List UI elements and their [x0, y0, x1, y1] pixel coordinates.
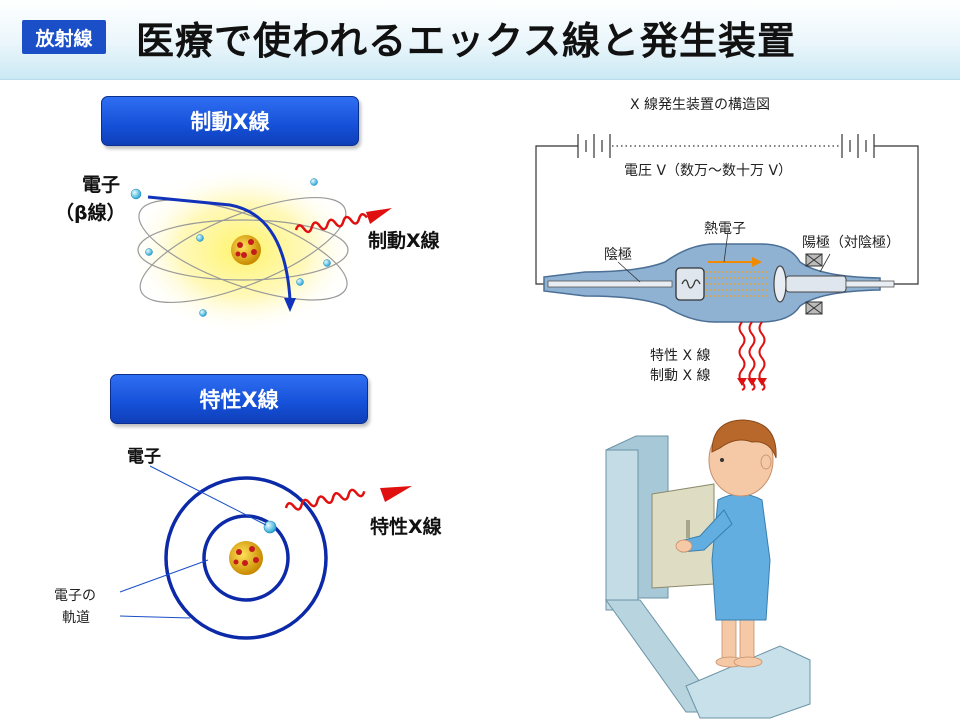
orbit-label-line1: 電子の	[54, 588, 96, 604]
orbital-electron	[199, 309, 207, 317]
beam-arrowhead	[752, 257, 762, 267]
bremsstrahlung-xray-label: 制動X線	[368, 230, 440, 252]
electron-label: 電子	[82, 174, 121, 196]
patient-foot	[733, 656, 763, 668]
atom-orbit	[139, 196, 347, 304]
anode-pointer	[819, 253, 831, 273]
emitted-xray-arrowheads	[737, 378, 767, 386]
electron-deflected-path	[147, 195, 292, 301]
characteristic-xray-label: 特性X線	[370, 516, 442, 538]
brems-xray-label: 制動 X 線	[650, 368, 711, 384]
orbit-pointer-line	[119, 559, 209, 593]
patient-ear	[760, 454, 772, 470]
battery-left	[577, 134, 611, 158]
category-tag: 放射線	[22, 20, 106, 54]
anode-label: 陽極（対陰極）	[802, 235, 900, 251]
patient-hand	[675, 539, 693, 553]
orbital-electron	[323, 259, 331, 267]
bremsstrahlung-heading-button: 制動X線	[101, 96, 359, 146]
bremsstrahlung-wave	[294, 213, 368, 234]
characteristic-heading-button: 特性X線	[110, 374, 368, 424]
cathode-rod	[547, 280, 673, 288]
atom-nucleus	[229, 541, 263, 575]
electron-label: 電子	[127, 447, 161, 467]
char-xray-label: 特性 X 線	[650, 348, 711, 364]
cathode-label: 陰極	[604, 247, 632, 263]
inner-orbit	[202, 514, 290, 602]
orbit-label-line2: 軌道	[62, 610, 90, 626]
detector-handle	[686, 520, 690, 538]
cathode-pointer	[617, 261, 641, 283]
anode-supports	[805, 253, 823, 315]
battery-right	[841, 134, 880, 158]
characteristic-wave	[284, 488, 366, 511]
floor-platform	[685, 645, 811, 719]
atom-orbit	[137, 219, 349, 281]
thermal-electron-label: 熱電子	[704, 221, 746, 237]
anode-terminal-rod	[845, 280, 895, 288]
bremsstrahlung-wave-arrowhead	[366, 208, 392, 224]
electron-path-arrowhead	[284, 298, 296, 312]
tube-diagram-title: X 線発生装置の構造図	[630, 97, 771, 113]
patient-hair	[711, 419, 777, 459]
transitioning-electron	[263, 520, 277, 534]
tube-glass-envelope	[543, 243, 881, 323]
atom-nucleus	[231, 235, 261, 265]
orbital-electron	[145, 248, 153, 256]
orbit-pointer-line	[119, 615, 191, 619]
orbital-electron	[196, 234, 204, 242]
machine-column-front	[605, 449, 639, 611]
cathode-filament	[675, 267, 705, 301]
atom-orbit	[138, 199, 348, 301]
beta-ray-label: （β線）	[55, 202, 126, 224]
characteristic-wave-arrowhead	[380, 486, 412, 502]
circuit-wire	[880, 145, 919, 285]
voltage-label: 電圧 V（数万〜数十万 V）	[624, 163, 793, 179]
orbital-electron	[296, 278, 304, 286]
thermal-electron-pointer	[723, 231, 729, 263]
page-title: 医療で使われるエックス線と発生装置	[136, 19, 796, 63]
orbital-electron	[310, 178, 318, 186]
patient-eye	[720, 458, 724, 462]
electron-pointer-line	[149, 465, 267, 526]
header-bar: 放射線 医療で使われるエックス線と発生装置	[0, 0, 960, 80]
outer-orbit	[164, 476, 328, 640]
incoming-electron	[130, 188, 142, 200]
electron-beam	[706, 271, 770, 297]
